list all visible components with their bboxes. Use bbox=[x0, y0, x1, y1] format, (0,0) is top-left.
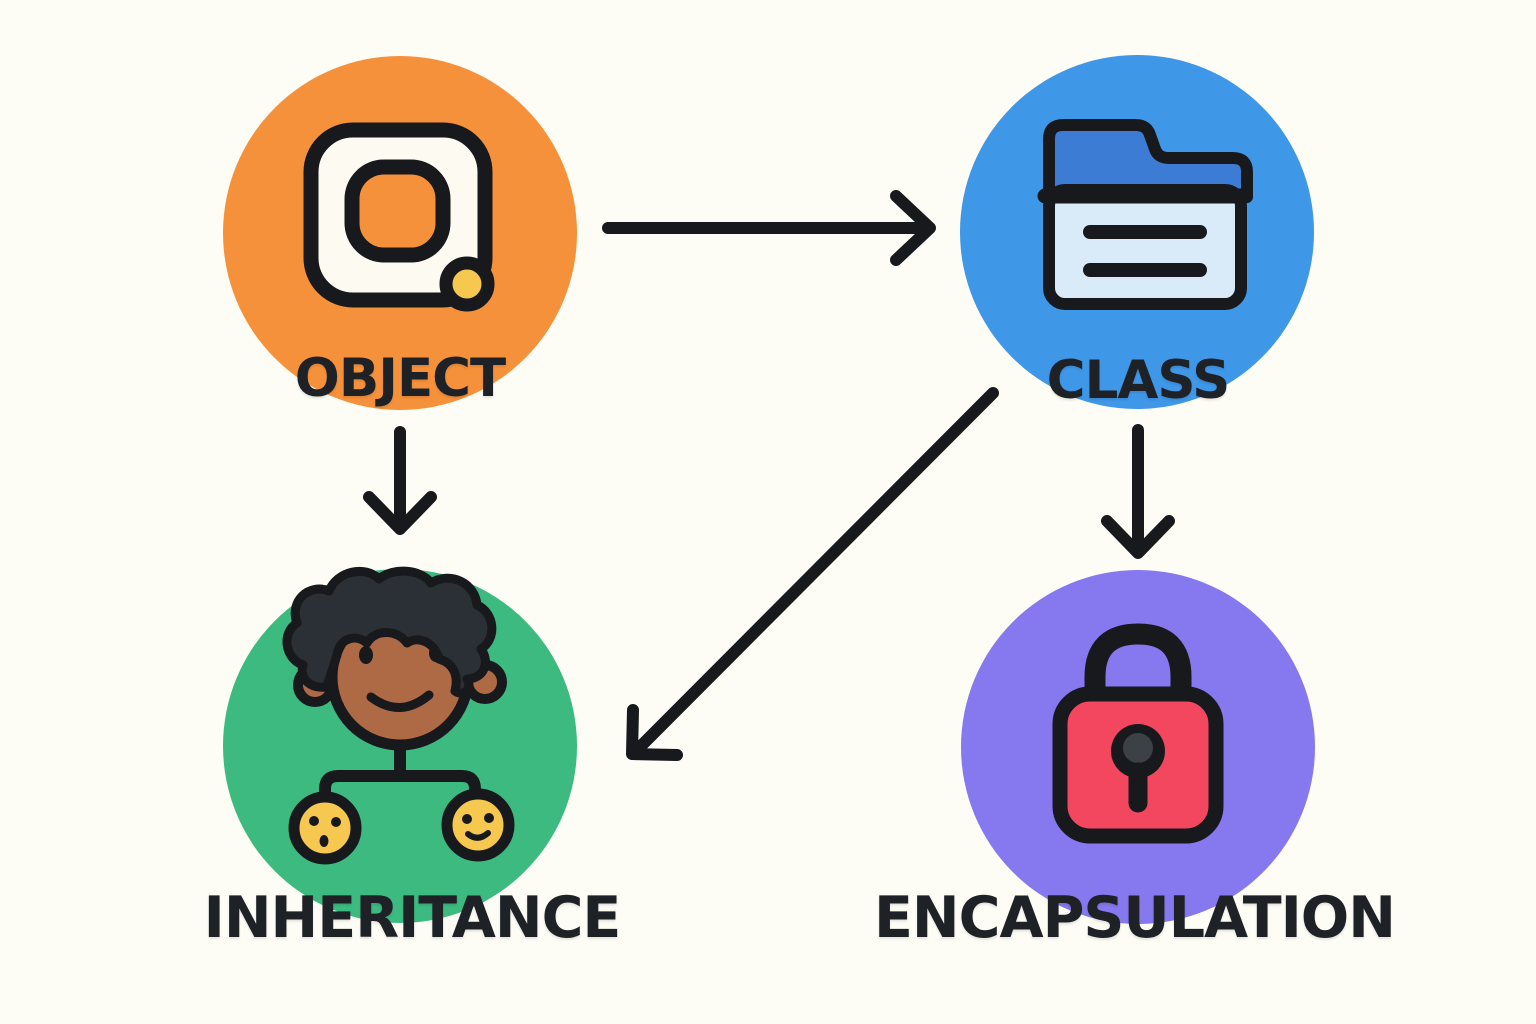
node-object-circle bbox=[223, 56, 577, 410]
folder-icon bbox=[1037, 119, 1253, 310]
arrow-object-to-class bbox=[602, 190, 936, 266]
object-inner-square bbox=[344, 159, 451, 263]
node-class-label: CLASS bbox=[1046, 350, 1231, 411]
node-encapsulation-label: ENCAPSULATION bbox=[874, 885, 1396, 951]
node-inheritance-circle bbox=[223, 566, 577, 923]
lock-shackle bbox=[1084, 623, 1192, 713]
person-hair bbox=[282, 566, 497, 698]
node-encapsulation-circle bbox=[961, 570, 1315, 924]
node-class-circle bbox=[960, 55, 1314, 409]
node-object-label: OBJECT bbox=[294, 348, 506, 409]
child-smiley-right bbox=[441, 788, 515, 862]
object-corner-dot bbox=[439, 256, 495, 312]
arrow-object-to-inheritance bbox=[363, 426, 437, 535]
padlock-icon bbox=[1052, 623, 1224, 844]
family-tree-icon bbox=[282, 566, 515, 865]
child-smiley-left bbox=[288, 791, 362, 865]
arrow-class-to-encapsulation bbox=[1101, 424, 1175, 559]
node-inheritance-label: INHERITANCE bbox=[203, 885, 622, 951]
arrow-class-to-inheritance bbox=[626, 387, 999, 761]
folder-tab bbox=[1043, 119, 1253, 203]
app-object-icon bbox=[303, 122, 495, 312]
